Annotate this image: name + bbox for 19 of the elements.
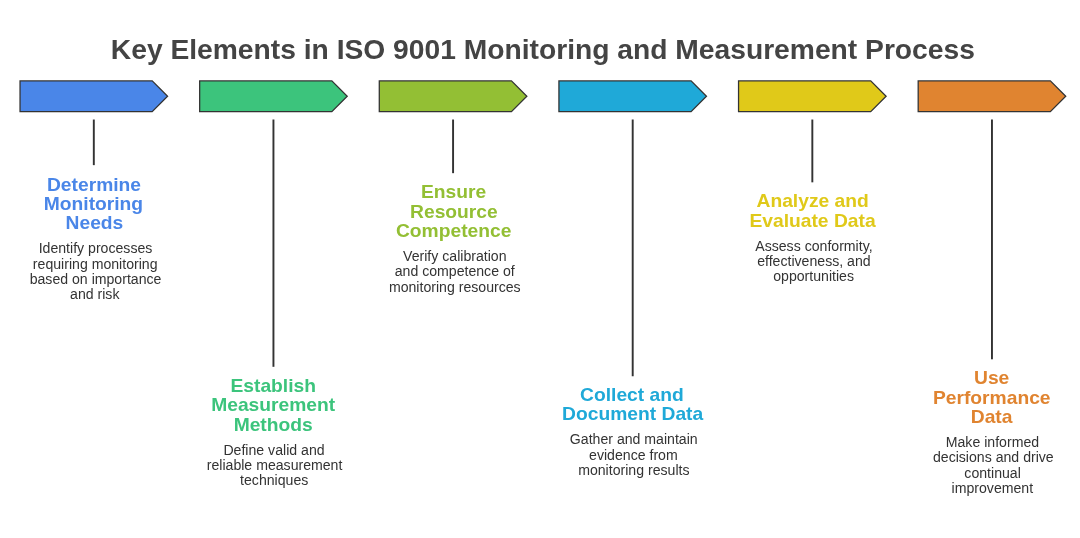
connector xyxy=(811,118,814,183)
node-text: Collect and Document Data Gather and maintain evidence from monitoring results xyxy=(562,383,704,478)
node-chevron xyxy=(378,79,528,112)
node-chevron xyxy=(737,79,887,112)
node-chevron xyxy=(199,79,349,112)
connector xyxy=(272,118,275,368)
connector xyxy=(631,118,634,377)
node-chevron xyxy=(558,79,708,112)
node-text: Establish Measurement Methods Define valid and reliable measurement techniques xyxy=(206,374,343,488)
node-text: Use Performance Data Make informed decisions and drive continual improvement xyxy=(932,366,1054,496)
node-chevron xyxy=(19,79,169,112)
connector xyxy=(92,118,95,166)
node-text: Ensure Resource Competence Verify calibration and competence of monitoring resources xyxy=(388,180,521,295)
node-text: Analyze and Evaluate Data Assess conformity, effectiveness, and opportunities xyxy=(749,189,876,284)
diagram-title: Key Elements in ISO 9001 Monitoring and Measurement Process xyxy=(110,32,975,65)
node-chevron xyxy=(917,79,1067,112)
node-text: Determine Monitoring Needs Identify processes requiring monitoring based on importance and risk xyxy=(29,173,162,302)
connector xyxy=(452,118,455,174)
connector xyxy=(991,118,993,360)
